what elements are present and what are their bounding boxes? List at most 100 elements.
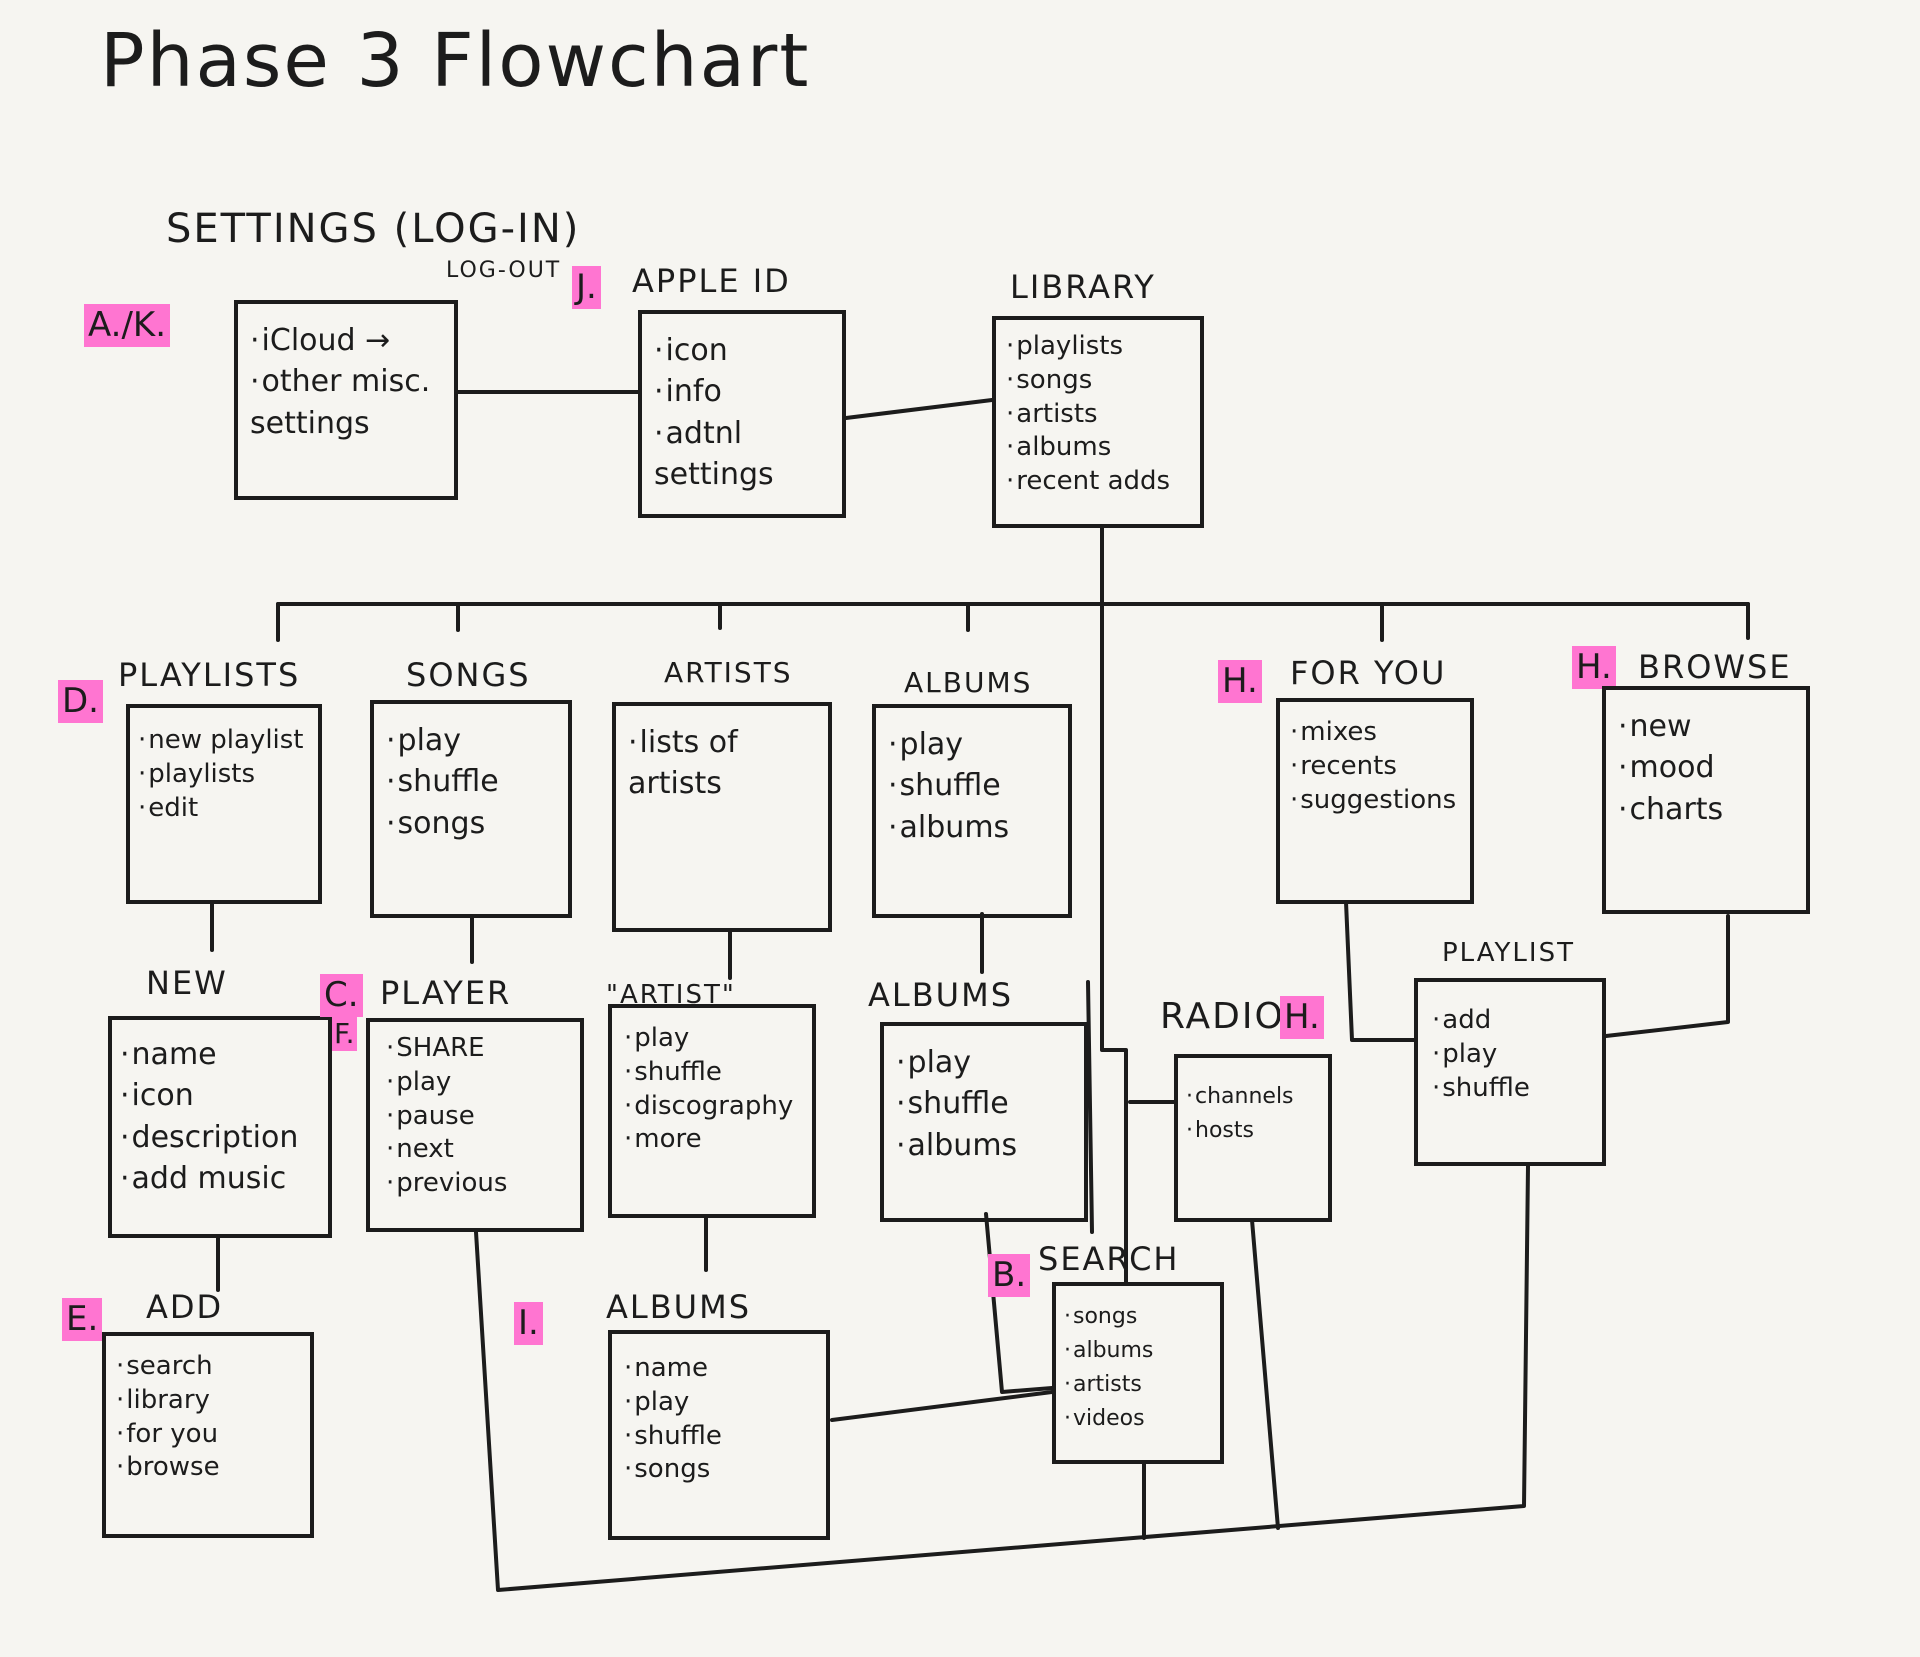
player-title: PLAYER (380, 974, 512, 1012)
new-item-name[interactable]: name (120, 1034, 324, 1075)
foryou-item-recents[interactable]: recents (1290, 750, 1464, 784)
page-title: Phase 3 Flowchart (100, 18, 811, 104)
album-i-item-name[interactable]: name (624, 1352, 820, 1386)
new-box[interactable]: name icon description add music (108, 1016, 332, 1238)
new-item-icon[interactable]: icon (120, 1075, 324, 1116)
browse-box[interactable]: new mood charts (1602, 686, 1810, 914)
search-item-songs[interactable]: songs (1064, 1300, 1216, 1334)
album-i-item-songs[interactable]: songs (624, 1453, 820, 1487)
settings-box[interactable]: iCloud → other misc. settings (234, 300, 458, 500)
browse-item-mood[interactable]: mood (1618, 747, 1796, 788)
songs-box[interactable]: play shuffle songs (370, 700, 572, 918)
player-item-share[interactable]: SHARE (386, 1032, 572, 1066)
player-box[interactable]: SHARE play pause next previous (366, 1018, 584, 1232)
artist-item-shuffle[interactable]: shuffle (624, 1056, 806, 1090)
albums-detail-item-albums[interactable]: albums (896, 1125, 1074, 1166)
songs-item-shuffle[interactable]: shuffle (386, 761, 558, 802)
library-item-recent[interactable]: recent adds (1006, 465, 1194, 499)
new-title: NEW (146, 964, 228, 1002)
add-box[interactable]: search library for you browse (102, 1332, 314, 1538)
artist-box[interactable]: play shuffle discography more (608, 1004, 816, 1218)
search-item-artists[interactable]: artists (1064, 1368, 1216, 1402)
browse-title: BROWSE (1638, 648, 1792, 686)
albums-detail-title: ALBUMS (868, 976, 1014, 1014)
library-item-albums[interactable]: albums (1006, 431, 1194, 465)
add-item-foryou[interactable]: for you (116, 1418, 304, 1452)
appleid-box[interactable]: icon info adtnl settings (638, 310, 846, 518)
radio-title: RADIO (1160, 996, 1285, 1037)
appleid-item-adtnl[interactable]: adtnl settings (654, 413, 824, 496)
album-i-title: ALBUMS (606, 1288, 752, 1326)
playlists-item-playlists[interactable]: playlists (138, 758, 312, 792)
foryou-box[interactable]: mixes recents suggestions (1276, 698, 1474, 904)
songs-title: SONGS (406, 656, 531, 694)
foryou-marker: H. (1218, 660, 1262, 703)
browse-item-charts[interactable]: charts (1618, 789, 1796, 830)
radio-item-hosts[interactable]: hosts (1186, 1114, 1324, 1148)
library-item-playlists[interactable]: playlists (1006, 330, 1194, 364)
search-item-videos[interactable]: videos (1064, 1402, 1216, 1436)
player-item-pause[interactable]: pause (386, 1100, 572, 1134)
connector-player-bottom-loop (474, 1164, 1530, 1592)
foryou-item-suggestions[interactable]: suggestions (1290, 784, 1464, 818)
connector-album-i-search (830, 1390, 1054, 1422)
player-item-next[interactable]: next (386, 1133, 572, 1167)
connector-foryou-playlist (1344, 900, 1416, 1042)
foryou-title: FOR YOU (1290, 654, 1447, 692)
new-item-description[interactable]: description (120, 1117, 324, 1158)
player-item-previous[interactable]: previous (386, 1167, 572, 1201)
new-item-addmusic[interactable]: add music (120, 1158, 324, 1199)
playlist-item-play[interactable]: play (1432, 1038, 1596, 1072)
album-i-marker: I. (514, 1302, 543, 1345)
albums-detail-box[interactable]: play shuffle albums (880, 1022, 1088, 1222)
radio-item-channels[interactable]: channels (1186, 1080, 1324, 1114)
album-i-item-play[interactable]: play (624, 1386, 820, 1420)
album-i-item-shuffle[interactable]: shuffle (624, 1420, 820, 1454)
albums-detail-item-shuffle[interactable]: shuffle (896, 1083, 1074, 1124)
connector-radio-bottom (1250, 1218, 1280, 1530)
browse-item-new[interactable]: new (1618, 706, 1796, 747)
settings-item-other[interactable]: other misc. settings (250, 361, 440, 444)
playlists-item-new[interactable]: new playlist (138, 724, 312, 758)
search-box[interactable]: songs albums artists videos (1052, 1282, 1224, 1464)
appleid-marker: J. (572, 266, 601, 309)
albums-lib-item-albums[interactable]: albums (888, 807, 1058, 848)
add-item-browse[interactable]: browse (116, 1451, 304, 1485)
add-item-search[interactable]: search (116, 1350, 304, 1384)
library-item-songs[interactable]: songs (1006, 364, 1194, 398)
albums-lib-title: ALBUMS (904, 666, 1033, 699)
songs-item-songs[interactable]: songs (386, 803, 558, 844)
add-title: ADD (146, 1288, 224, 1326)
playlist-item-shuffle[interactable]: shuffle (1432, 1072, 1596, 1106)
library-item-artists[interactable]: artists (1006, 398, 1194, 432)
album-i-box[interactable]: name play shuffle songs (608, 1330, 830, 1540)
search-item-albums[interactable]: albums (1064, 1334, 1216, 1368)
playlist-box[interactable]: add play shuffle (1414, 978, 1606, 1166)
playlists-title: PLAYLISTS (118, 656, 301, 694)
radio-marker: H. (1280, 996, 1324, 1039)
artist-item-play[interactable]: play (624, 1022, 806, 1056)
library-box[interactable]: playlists songs artists albums recent ad… (992, 316, 1204, 528)
artist-item-more[interactable]: more (624, 1123, 806, 1157)
appleid-item-icon[interactable]: icon (654, 330, 832, 371)
artists-box[interactable]: lists of artists (612, 702, 832, 932)
albums-lib-item-play[interactable]: play (888, 724, 1058, 765)
add-item-library[interactable]: library (116, 1384, 304, 1418)
albums-lib-box[interactable]: play shuffle albums (872, 704, 1072, 918)
songs-item-play[interactable]: play (386, 720, 558, 761)
connector-library-search (1100, 602, 1128, 1284)
artists-item-lists[interactable]: lists of artists (628, 722, 798, 805)
playlist-item-add[interactable]: add (1432, 1004, 1596, 1038)
albums-detail-item-play[interactable]: play (896, 1042, 1074, 1083)
playlists-marker: D. (58, 680, 103, 723)
appleid-item-info[interactable]: info (654, 371, 832, 412)
radio-box[interactable]: channels hosts (1174, 1054, 1332, 1222)
albums-lib-item-shuffle[interactable]: shuffle (888, 765, 1058, 806)
player-item-play[interactable]: play (386, 1066, 572, 1100)
artist-item-discography[interactable]: discography (624, 1090, 806, 1124)
settings-item-icloud[interactable]: iCloud → (250, 320, 444, 361)
foryou-item-mixes[interactable]: mixes (1290, 716, 1464, 750)
playlists-box[interactable]: new playlist playlists edit (126, 704, 322, 904)
playlists-item-edit[interactable]: edit (138, 792, 312, 826)
